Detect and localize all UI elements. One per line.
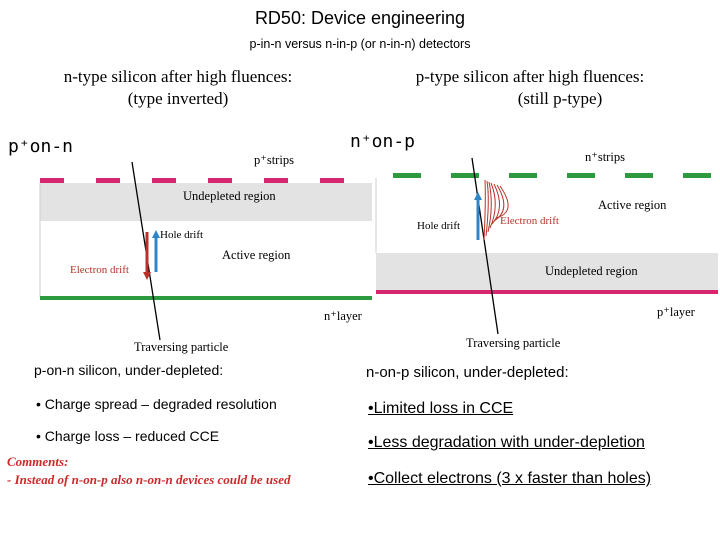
comments-line: - Instead of n-on-p also n-on-n devices …	[7, 472, 291, 487]
right-detector	[375, 157, 718, 335]
right-structure-label: n⁺on-p	[350, 131, 416, 152]
right-heading: p-type silicon after high fluences: (sti…	[360, 66, 700, 110]
left-hole-drift-label: Hole drift	[160, 229, 204, 241]
comments-label: Comments:	[7, 454, 69, 469]
right-particle-track	[471, 157, 499, 335]
right-n-strips	[393, 173, 711, 178]
left-summary: p-on-n silicon, under-depleted:	[34, 362, 224, 378]
left-active-region	[40, 221, 372, 297]
right-heading-line1: p-type silicon after high fluences:	[415, 67, 645, 86]
right-hole-drift-label: Hole drift	[417, 220, 461, 232]
left-structure-label: p⁺on-n	[8, 136, 74, 157]
page-subtitle: p-in-n versus n-in-p (or n-in-n) detecto…	[249, 37, 471, 51]
left-electron-drift-label: Electron drift	[70, 264, 129, 276]
left-strips-label: p⁺strips	[254, 153, 294, 167]
right-electron-drift-label: Electron drift	[500, 215, 559, 227]
page-title: RD50: Device engineering	[254, 8, 466, 28]
right-back-layer-label: p⁺layer	[657, 305, 695, 319]
right-p-back-layer	[376, 290, 718, 294]
left-bullet-2: • Charge loss – reduced CCE	[36, 428, 220, 444]
left-p-strips	[40, 178, 344, 183]
left-undepleted-label: Undepleted region	[183, 189, 276, 203]
right-electron-drift-curves	[483, 179, 509, 241]
left-back-layer-label: n⁺layer	[324, 309, 362, 323]
right-summary: n-on-p silicon, under-depleted:	[366, 364, 569, 381]
right-undepleted-region	[376, 253, 718, 291]
left-active-label: Active region	[222, 248, 291, 262]
left-heading-line1: n-type silicon after high fluences:	[63, 67, 293, 86]
left-heading-line2: (type inverted)	[127, 89, 229, 108]
right-active-label: Active region	[598, 198, 667, 212]
left-undepleted-region	[40, 183, 372, 221]
left-bullet-1: • Charge spread – degraded resolution	[36, 396, 277, 412]
left-particle-label: Traversing particle	[134, 340, 229, 354]
right-undepleted-label: Undepleted region	[545, 264, 638, 278]
right-active-region	[376, 178, 718, 253]
right-bullet-1: •Limited loss in CCE	[368, 400, 514, 417]
left-heading: n-type silicon after high fluences: (typ…	[18, 66, 338, 110]
right-bullet-3: •Collect electrons (3 x faster than hole…	[368, 470, 652, 487]
right-bullet-2: •Less degradation with under-depletion	[368, 434, 645, 451]
right-strips-label: n⁺strips	[585, 150, 625, 164]
left-detector	[39, 161, 372, 341]
right-heading-line2: (still p-type)	[517, 89, 603, 108]
left-n-back-layer	[40, 296, 372, 300]
right-particle-label: Traversing particle	[466, 336, 561, 350]
